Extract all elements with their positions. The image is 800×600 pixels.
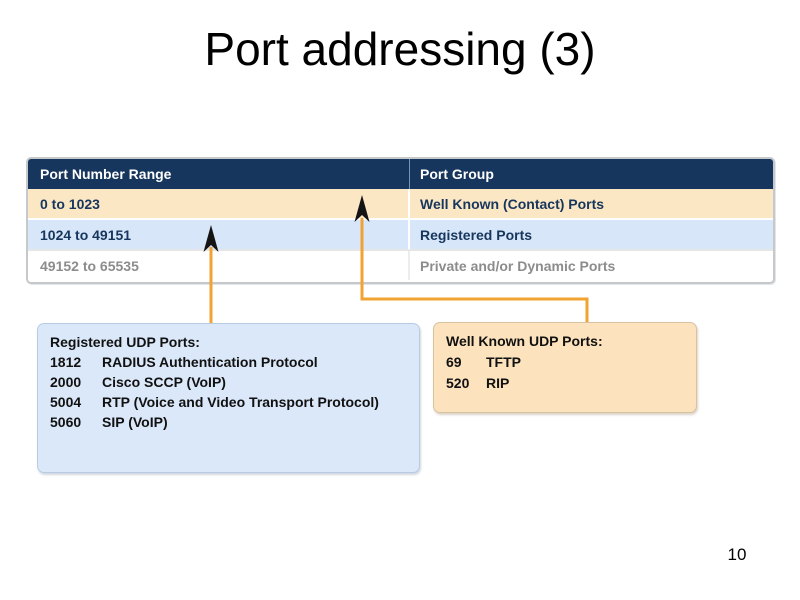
registered-udp-ports-callout: Registered UDP Ports: 1812 RADIUS Authen… — [37, 323, 420, 473]
port-description: RTP (Voice and Video Transport Protocol) — [102, 394, 379, 410]
cell-port-range: 0 to 1023 — [28, 189, 410, 218]
callout-entry: 69 TFTP — [446, 352, 684, 373]
callout-title: Registered UDP Ports: — [50, 334, 200, 350]
port-number: 2000 — [50, 374, 82, 390]
table-row: 49152 to 65535 Private and/or Dynamic Po… — [28, 251, 773, 280]
port-description: SIP (VoIP) — [102, 414, 168, 430]
port-number: 69 — [446, 354, 462, 370]
table-row: 1024 to 49151 Registered Ports — [28, 220, 773, 251]
port-description: RIP — [486, 375, 510, 391]
header-port-number-range: Port Number Range — [28, 159, 410, 189]
cell-port-range: 1024 to 49151 — [28, 220, 410, 249]
cell-port-group: Private and/or Dynamic Ports — [420, 257, 616, 274]
cell-port-group: Registered Ports — [420, 226, 533, 243]
port-number: 5060 — [50, 414, 82, 430]
header-port-group: Port Group — [420, 166, 494, 182]
callout-entry: 5060 SIP (VoIP) — [50, 412, 407, 432]
cell-port-range: 49152 to 65535 — [28, 251, 410, 280]
port-number: 1812 — [50, 354, 82, 370]
port-table-header-row: Port Number Range Port Group — [28, 159, 773, 189]
page-number: 10 — [727, 545, 747, 564]
callout-entry: 2000 Cisco SCCP (VoIP) — [50, 372, 407, 392]
page-title: Port addressing (3) — [204, 23, 596, 75]
port-table: Port Number Range Port Group 0 to 1023 W… — [26, 157, 775, 284]
well-known-udp-ports-callout: Well Known UDP Ports: 69 TFTP 520 RIP — [433, 322, 697, 413]
callout-entry: 520 RIP — [446, 373, 684, 394]
callout-entry: 1812 RADIUS Authentication Protocol — [50, 352, 407, 372]
port-number: 5004 — [50, 394, 82, 410]
port-description: TFTP — [486, 354, 521, 370]
cell-port-group: Well Known (Contact) Ports — [420, 195, 605, 212]
port-number: 520 — [446, 375, 470, 391]
callout-title: Well Known UDP Ports: — [446, 333, 603, 349]
port-description: Cisco SCCP (VoIP) — [102, 374, 226, 390]
callout-entry: 5004 RTP (Voice and Video Transport Prot… — [50, 392, 407, 412]
table-row: 0 to 1023 Well Known (Contact) Ports — [28, 189, 773, 220]
port-description: RADIUS Authentication Protocol — [102, 354, 318, 370]
